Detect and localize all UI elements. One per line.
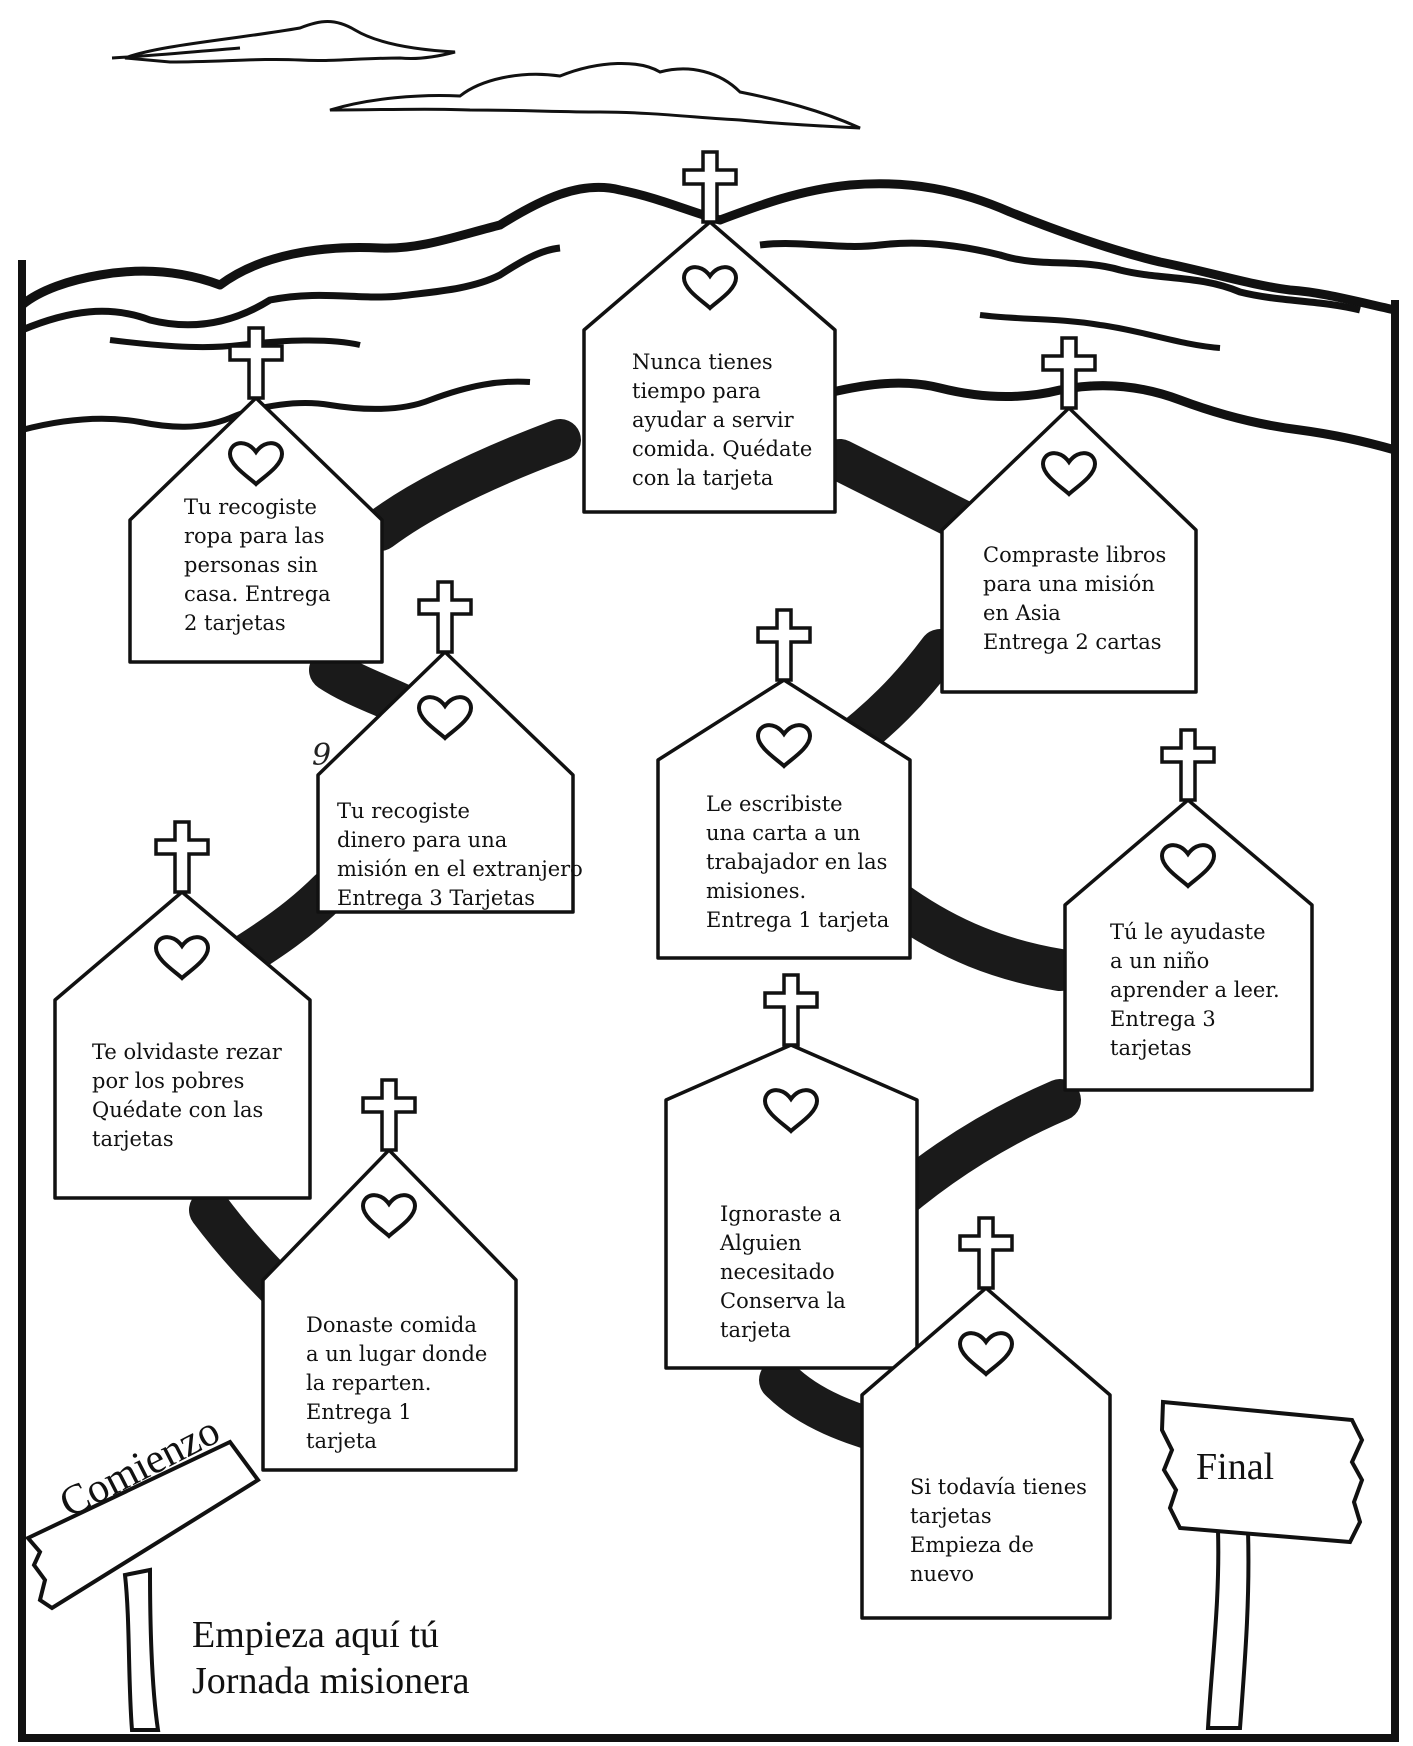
heart-icon [957,1331,1015,1377]
church-icon [582,220,837,514]
heart-icon [755,723,813,769]
church-space-dinero[interactable] [316,580,575,914]
end-signpost [1159,1399,1365,1730]
cross-icon [958,1216,1014,1290]
church-space-carta[interactable] [656,608,912,960]
heart-icon [681,265,739,311]
church-icon [940,406,1198,694]
church-space-comida[interactable] [261,1078,518,1472]
church-spaces [53,150,1314,1620]
church-space-rezar[interactable] [53,820,312,1200]
cross-icon [756,608,812,682]
church-icon [316,650,575,914]
heart-icon [762,1088,820,1134]
heart-icon [416,695,474,741]
handwritten-mark: 9 [312,738,332,773]
heart-icon [1040,451,1098,497]
cross-icon [417,580,473,654]
church-icon [1063,798,1314,1092]
start-signpost [24,1439,261,1732]
cross-icon [1160,728,1216,802]
church-icon [128,396,384,664]
cross-icon [228,326,284,400]
church-space-libros[interactable] [940,336,1198,694]
church-space-ropa[interactable] [128,326,384,664]
heart-icon [360,1193,418,1239]
cross-icon [361,1078,417,1152]
cross-icon [1041,336,1097,410]
church-icon [261,1148,518,1472]
heart-icon [227,441,285,487]
church-space-nunca[interactable] [582,150,837,514]
church-space-todavia[interactable] [860,1216,1112,1620]
church-icon [53,890,312,1200]
heart-icon [153,935,211,981]
cross-icon [682,150,738,224]
church-space-ignoraste[interactable] [664,973,919,1370]
heart-icon [1159,843,1217,889]
board-frame [18,260,1399,1742]
church-space-nino[interactable] [1063,728,1314,1092]
church-icon [656,678,912,960]
clouds [111,20,861,130]
cross-icon [763,973,819,1047]
church-icon [860,1286,1112,1620]
board-title: Empieza aquí tú Jornada misionera [192,1614,470,1702]
cross-icon [154,820,210,894]
church-icon [664,1043,919,1370]
